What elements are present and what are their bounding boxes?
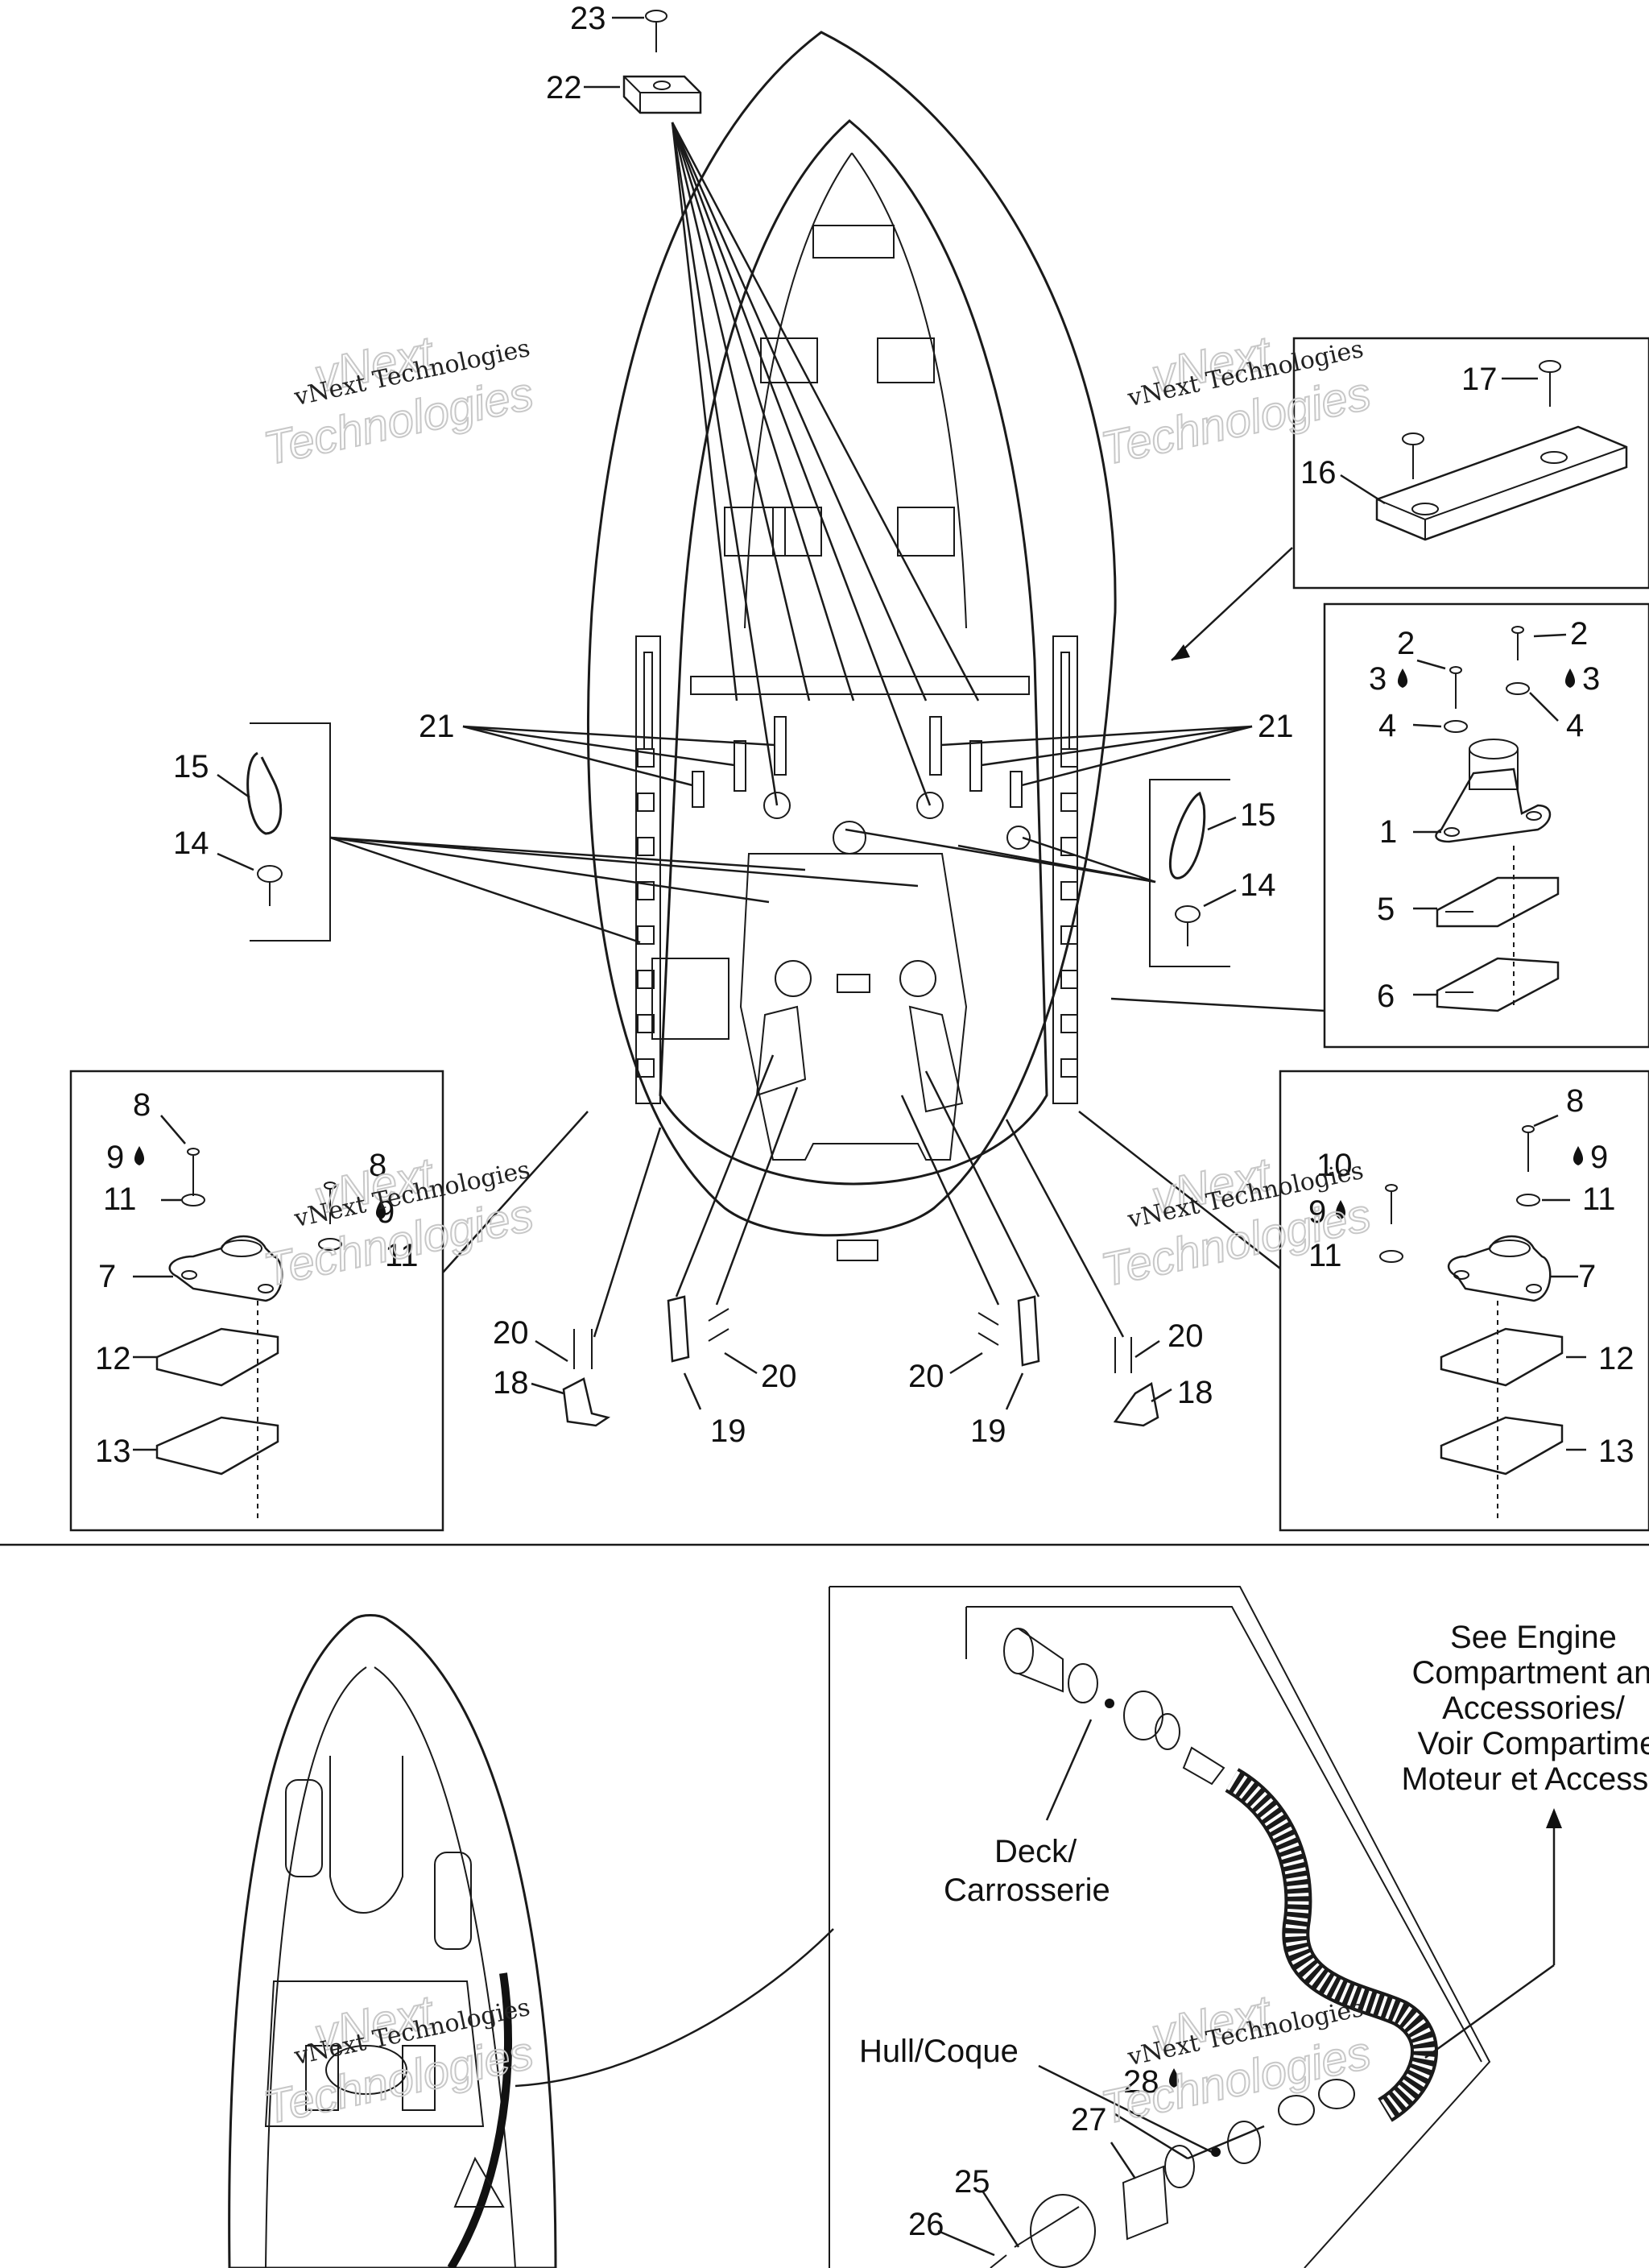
- callout-20-right-b: 20: [908, 1359, 944, 1394]
- detail-box-7-13-right: [1279, 1070, 1649, 1532]
- callout-9-right: 9: [1590, 1140, 1608, 1175]
- part-22-pad: [622, 75, 702, 114]
- oil-drop-icon: [1564, 668, 1576, 688]
- callout-4-right: 4: [1566, 708, 1584, 743]
- callout-13-left: 13: [95, 1434, 131, 1469]
- callout-9-inner-right: 9: [1308, 1194, 1326, 1230]
- oil-drop-icon: [375, 1200, 386, 1219]
- ventilation-detail-box: [829, 1586, 1491, 2268]
- callout-14-right: 14: [1240, 867, 1276, 903]
- callout-7-right: 7: [1578, 1259, 1596, 1294]
- detail-box-7-13-left: [69, 1070, 444, 1532]
- callout-9-left: 9: [106, 1140, 124, 1175]
- callout-25: 25: [954, 2164, 990, 2200]
- callout-27: 27: [1071, 2102, 1107, 2138]
- callout-14-left: 14: [173, 826, 209, 861]
- bracket-14-15-left: [246, 722, 331, 942]
- oil-drop-icon: [1168, 2068, 1180, 2088]
- part-23-screw: [645, 10, 667, 52]
- watercraft-overview: [228, 1614, 557, 2268]
- callout-20-left-a: 20: [493, 1315, 529, 1351]
- oil-drop-icon: [134, 1146, 145, 1165]
- callout-18-left: 18: [493, 1365, 529, 1401]
- bracket-14-15-right: [1149, 779, 1230, 967]
- callout-17: 17: [1461, 362, 1498, 397]
- callout-20-left-b: 20: [761, 1359, 797, 1394]
- oil-drop-icon: [1573, 1146, 1584, 1165]
- callout-13-right: 13: [1598, 1434, 1635, 1469]
- hull-top-view: [587, 31, 1117, 1261]
- callout-21-left: 21: [419, 709, 455, 744]
- leader-lines-21: [462, 725, 1253, 787]
- callout-8-right: 8: [1566, 1083, 1584, 1119]
- callout-12-right: 12: [1598, 1341, 1635, 1376]
- parts-18-20-right: [977, 1295, 1159, 1427]
- callout-20-right-a: 20: [1168, 1318, 1204, 1354]
- callout-10: 10: [1316, 1148, 1353, 1183]
- callout-8-left: 8: [133, 1087, 151, 1123]
- callout-21-right: 21: [1258, 709, 1294, 744]
- callout-6: 6: [1377, 979, 1395, 1014]
- detail-box-16-17: [1292, 337, 1649, 590]
- callout-19-left: 19: [710, 1413, 746, 1449]
- callout-23: 23: [570, 1, 606, 36]
- parts-18-20-left: [562, 1295, 729, 1427]
- callout-22: 22: [546, 70, 582, 106]
- callout-15-right: 15: [1240, 797, 1276, 833]
- leader-lines-14-15: [329, 828, 1156, 944]
- callout-11-left: 11: [103, 1182, 137, 1217]
- callout-28: 28: [1123, 2064, 1159, 2100]
- callout-2-right: 2: [1570, 616, 1588, 652]
- callout-11-inner-left: 11: [385, 1238, 419, 1273]
- callout-3-right: 3: [1582, 661, 1600, 697]
- callout-16: 16: [1300, 455, 1337, 490]
- callout-5: 5: [1377, 892, 1395, 927]
- callout-2-left: 2: [1397, 626, 1415, 661]
- watermark-1: vNext Technologies vNext Technologies: [258, 325, 539, 476]
- detail-box-1-6: [1323, 602, 1649, 1049]
- callout-11-inner-right: 11: [1308, 1238, 1342, 1273]
- callout-8-inner-left: 8: [369, 1148, 386, 1183]
- callout-12-left: 12: [95, 1341, 131, 1376]
- callout-18-right: 18: [1177, 1375, 1213, 1410]
- callout-11-right: 11: [1582, 1182, 1616, 1217]
- leader-lines-22-23: [671, 122, 980, 806]
- hull-label: Hull/Coque: [859, 2034, 1019, 2069]
- callout-7-left: 7: [98, 1259, 116, 1294]
- deck-label: Deck/ Carrosserie: [944, 1834, 1110, 1908]
- callout-19-right: 19: [970, 1413, 1006, 1449]
- see-engine-label: See Engine Compartment an Accessories/ V…: [1401, 1620, 1649, 1797]
- oil-drop-icon: [1335, 1200, 1346, 1219]
- callout-15-left: 15: [173, 749, 209, 784]
- callout-4-left: 4: [1378, 708, 1396, 743]
- callout-1: 1: [1379, 814, 1397, 850]
- oil-drop-icon: [1397, 668, 1408, 688]
- callout-26: 26: [908, 2207, 944, 2242]
- callout-3-left: 3: [1369, 661, 1387, 697]
